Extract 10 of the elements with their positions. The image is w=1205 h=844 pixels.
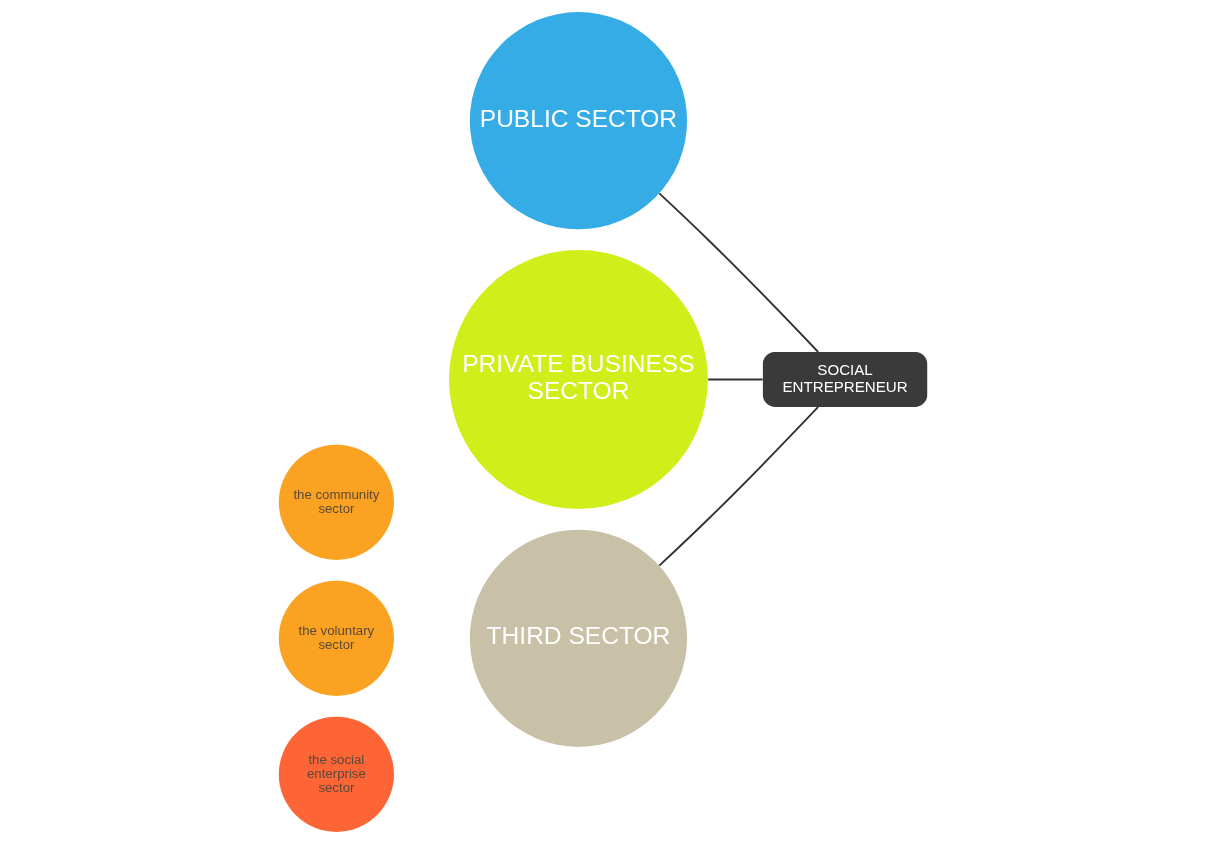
connector xyxy=(657,192,819,353)
connector xyxy=(706,378,764,381)
node-circle: PUBLIC SECTOR xyxy=(469,12,687,230)
node-circle: the voluntary sector xyxy=(278,580,394,696)
node-circle: the social enterprise sector xyxy=(278,716,394,832)
node-box: SOCIAL ENTREPRENEUR xyxy=(762,352,927,407)
node-circle: THIRD SECTOR xyxy=(469,529,687,747)
node-circle: the community sector xyxy=(278,444,394,560)
node-circle: PRIVATE BUSINESS SECTOR xyxy=(448,250,708,509)
connector xyxy=(657,406,819,567)
